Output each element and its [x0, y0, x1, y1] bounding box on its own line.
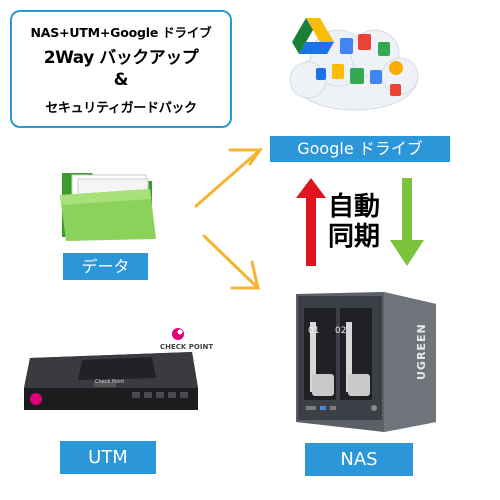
check-point-logo-text: CHECK POINT: [160, 343, 214, 351]
nas-device-icon: [296, 292, 436, 432]
title-box: NAS+UTM+Google ドライブ 2Way バックアップ & セキュリティ…: [10, 10, 232, 128]
upload-arrow-icon: [296, 178, 326, 266]
nas-bay-1-label: 01: [308, 326, 320, 336]
auto-sync-line-2: 同期: [327, 222, 380, 252]
auto-sync-line-1: 自動: [327, 192, 380, 222]
google-drive-cloud-icon: [289, 18, 419, 111]
utm-brand-text: Check Point: [95, 379, 125, 385]
flow-arrows-icon: [194, 148, 263, 290]
auto-sync-text: 自動 同期: [326, 192, 382, 252]
nas-brand-text: UGREEN: [415, 323, 428, 380]
download-arrow-icon: [390, 178, 424, 266]
nas-bay-2-label: 02: [335, 326, 347, 336]
utm-device-icon: [24, 352, 198, 410]
title-line-2: 2Way バックアップ: [43, 48, 199, 68]
title-line-3: &: [113, 70, 129, 90]
check-point-logo-icon: [172, 328, 184, 340]
nas-label: NAS: [305, 443, 413, 476]
utm-label: UTM: [60, 441, 156, 474]
folder-icon: [60, 173, 156, 241]
data-label: データ: [63, 253, 148, 280]
google-drive-label: Google ドライブ: [270, 136, 450, 162]
title-line-1: NAS+UTM+Google ドライブ: [30, 25, 212, 40]
title-line-4: セキュリティガードパック: [45, 101, 197, 116]
